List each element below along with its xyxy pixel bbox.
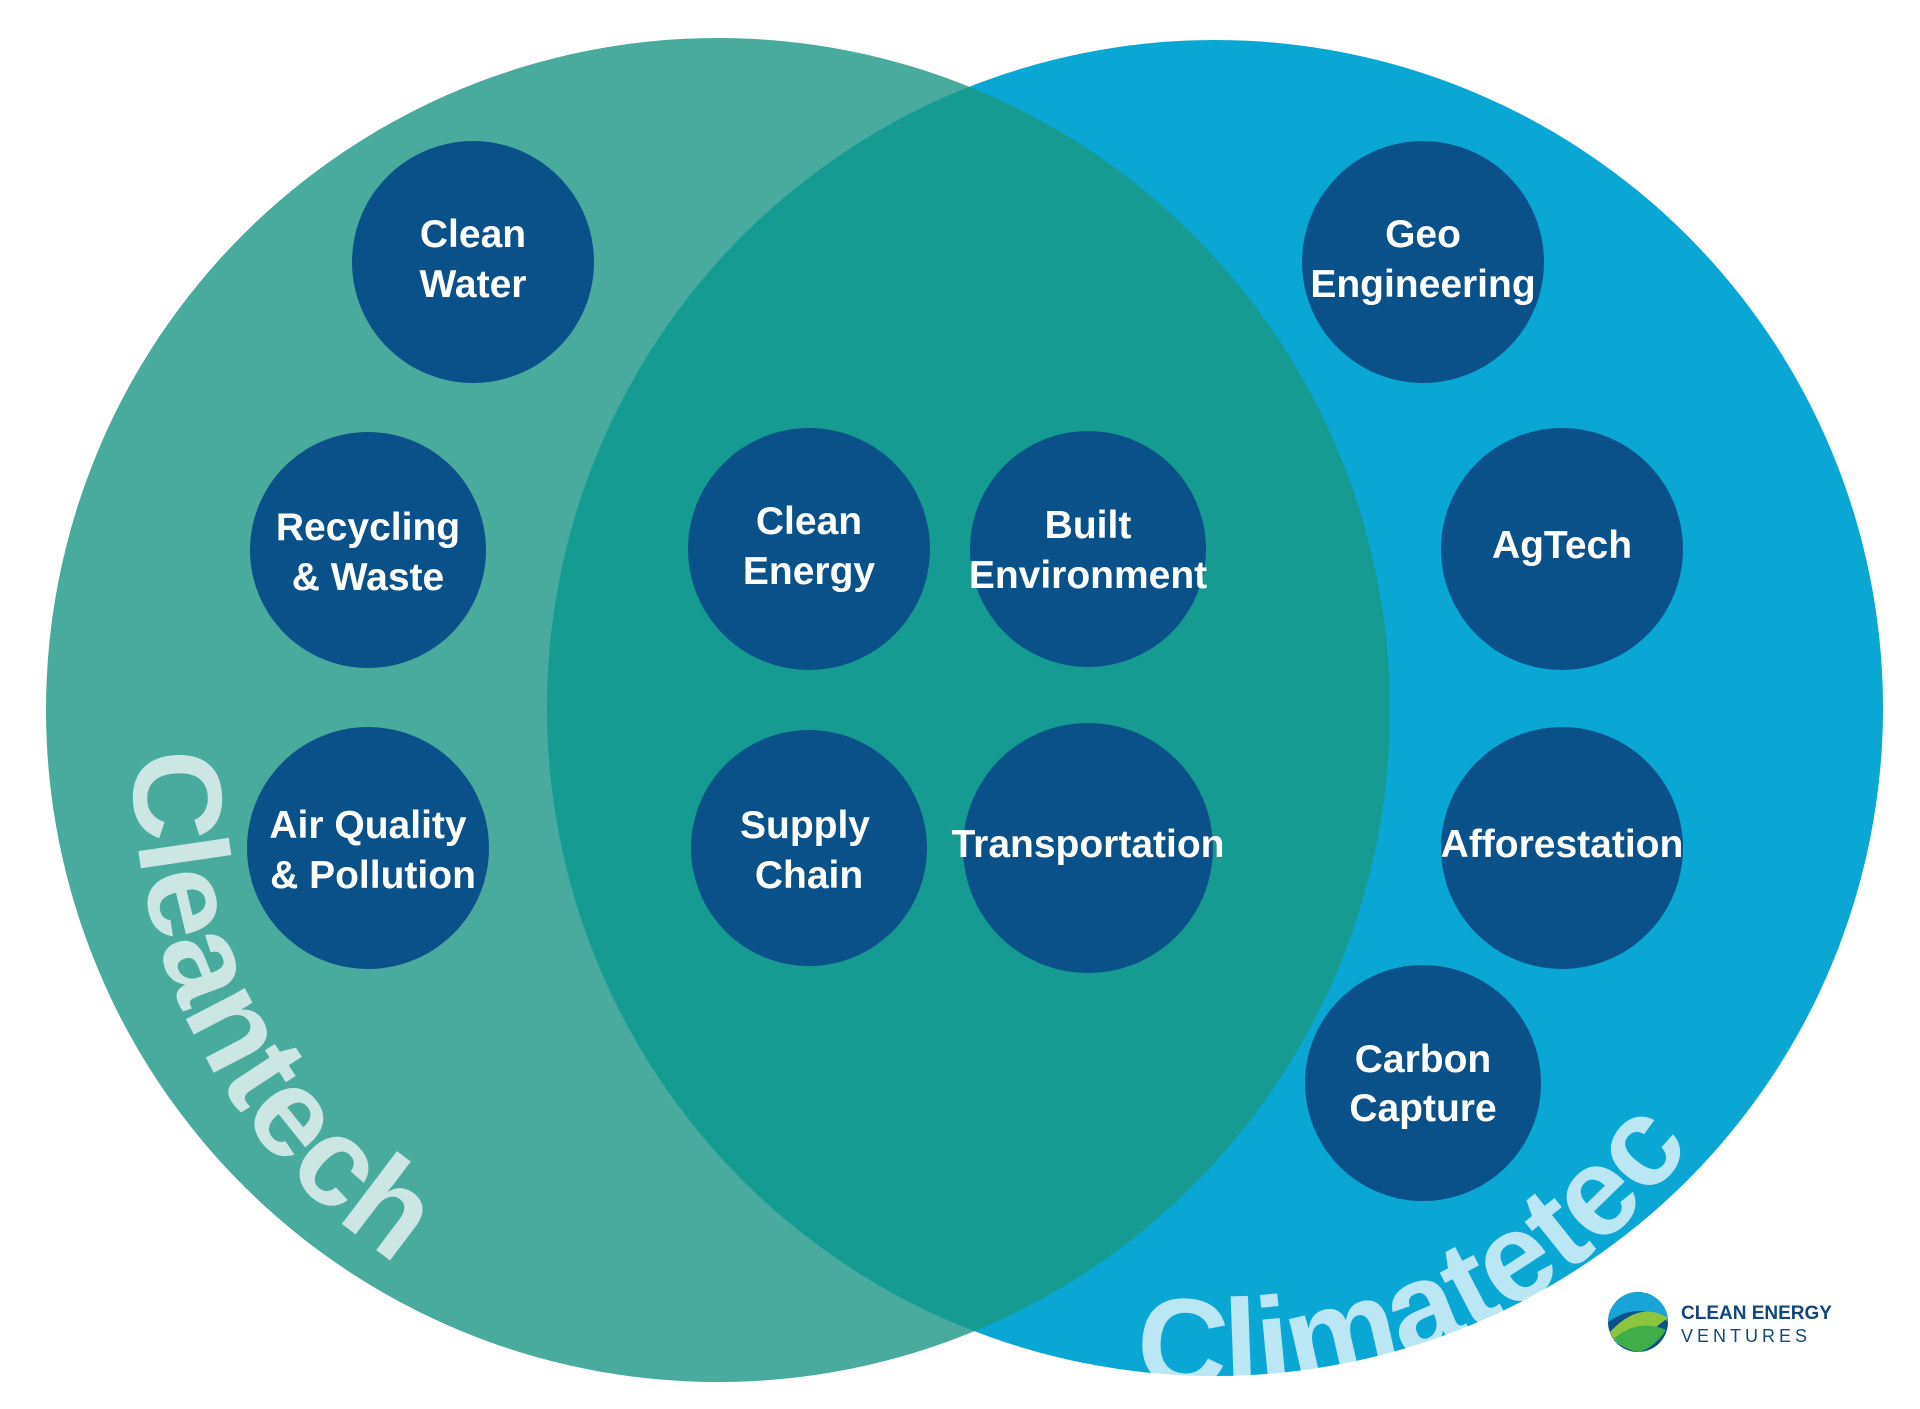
node-built-environment: Built Environment <box>969 431 1207 667</box>
node-clean-water-line1: Clean <box>420 213 526 256</box>
node-geo-engineering-line1: Geo <box>1385 213 1461 256</box>
node-supply-chain: Supply Chain <box>691 730 927 966</box>
logo-mark-icon <box>1608 1292 1668 1352</box>
node-air-quality-line2: & Pollution <box>270 854 476 897</box>
node-afforestation: Afforestation <box>1441 727 1684 969</box>
node-clean-energy: Clean Energy <box>688 428 930 670</box>
node-recycling-waste-line1: Recycling <box>276 506 460 549</box>
logo-text-line2: VENTURES <box>1681 1326 1811 1346</box>
node-supply-chain-line2: Chain <box>755 854 863 897</box>
node-clean-water: Clean Water <box>352 141 594 383</box>
node-air-quality-line1: Air Quality <box>269 804 467 847</box>
node-carbon-capture-line1: Carbon <box>1355 1038 1492 1081</box>
node-clean-energy-line2: Energy <box>743 550 876 593</box>
clean-energy-ventures-logo: CLEAN ENERGY VENTURES <box>1608 1292 1832 1352</box>
node-agtech-line1: AgTech <box>1492 524 1632 567</box>
node-geo-engineering-line2: Engineering <box>1310 263 1535 306</box>
node-geo-engineering: Geo Engineering <box>1302 141 1544 383</box>
node-clean-energy-line1: Clean <box>756 500 862 543</box>
node-supply-chain-line1: Supply <box>740 804 870 847</box>
logo-text-line1: CLEAN ENERGY <box>1681 1303 1832 1324</box>
node-built-environment-line2: Environment <box>969 554 1207 597</box>
overlap-region <box>547 40 1390 1376</box>
node-clean-water-line2: Water <box>420 263 527 306</box>
node-transportation: Transportation <box>951 723 1225 973</box>
node-agtech: AgTech <box>1441 428 1683 670</box>
node-afforestation-line1: Afforestation <box>1441 823 1684 866</box>
node-built-environment-line1: Built <box>1045 504 1132 547</box>
node-carbon-capture: Carbon Capture <box>1305 965 1541 1201</box>
node-recycling-waste: Recycling & Waste <box>250 432 486 668</box>
node-carbon-capture-line2: Capture <box>1349 1087 1496 1130</box>
node-air-quality-pollution: Air Quality & Pollution <box>247 727 489 969</box>
node-recycling-waste-line2: & Waste <box>292 556 444 599</box>
node-transportation-line1: Transportation <box>951 823 1224 866</box>
